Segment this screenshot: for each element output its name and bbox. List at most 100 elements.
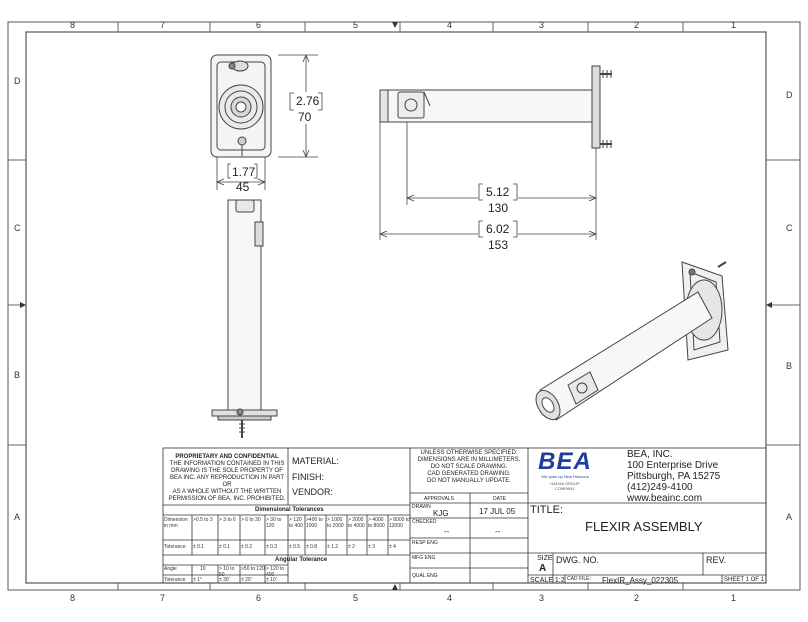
mfg-eng-label: MFG ENG bbox=[412, 555, 436, 561]
scale-label: SCALE 1:2 bbox=[530, 577, 565, 584]
zone-col-1-bottom: 1 bbox=[731, 593, 737, 603]
zone-row-d-right: D bbox=[786, 90, 793, 100]
logo-group-line1: HALMA GROUP bbox=[550, 481, 580, 486]
length-dimensions bbox=[378, 122, 598, 240]
dim-tol-cell: ± 0.1 bbox=[219, 544, 231, 550]
side-view bbox=[211, 199, 278, 438]
zone-col-8-bottom: 8 bbox=[70, 593, 76, 603]
zone-row-c-right: C bbox=[786, 223, 793, 233]
cad-file-value: FlexIR_Assy_022305 bbox=[602, 576, 679, 585]
zone-col-3-bottom: 3 bbox=[539, 593, 545, 603]
dim-tol-cell: > 6 to 30 bbox=[241, 517, 261, 523]
zone-col-4: 4 bbox=[447, 20, 453, 30]
company-info: BEA, INC. 100 Enterprise Drive Pittsburg… bbox=[627, 449, 765, 504]
logo-tagline: We open up New Horizons bbox=[541, 474, 589, 479]
drawn-value: KJG bbox=[433, 509, 449, 518]
width-dimension bbox=[215, 157, 267, 190]
height-inch-value: 2.76 bbox=[296, 94, 320, 108]
resp-eng-label: RESP ENG bbox=[412, 540, 438, 546]
ang-tol-heading: Angular Tolerance bbox=[275, 557, 328, 563]
ang-tol-cell: ± 1° bbox=[193, 577, 202, 583]
dim-tol-cell: > 4000 to 8000 bbox=[368, 517, 385, 529]
width-inch-value: 1.77 bbox=[232, 165, 256, 179]
dim-tol-cell: > 8000 to 12000 bbox=[389, 517, 410, 529]
ang-tol-cell: Angle bbox=[164, 566, 177, 572]
note-line1: UNLESS OTHERWISE SPECIFIED: bbox=[420, 450, 518, 456]
general-notes: UNLESS OTHERWISE SPECIFIED: DIMENSIONS A… bbox=[412, 450, 526, 485]
company-logo: BEA We open up New Horizons HALMA GROUP … bbox=[533, 448, 597, 492]
drawn-date: 17 JUL 05 bbox=[479, 507, 516, 516]
ang-tol-cell: Tolerance bbox=[164, 577, 186, 583]
dim-tol-cell: > 30 to 120 bbox=[266, 517, 282, 529]
zone-col-1: 1 bbox=[731, 20, 737, 30]
company-address2: Pittsburgh, PA 15275 bbox=[627, 471, 721, 482]
dim-tol-cell: ± 0.5 bbox=[289, 544, 301, 550]
cad-file-label: CAD FILE: bbox=[567, 576, 591, 582]
note-line5: DO NOT MANUALLY UPDATE. bbox=[427, 478, 511, 484]
dwg-no-label: DWG. NO. bbox=[556, 555, 599, 565]
drawing-title: FLEXIR ASSEMBLY bbox=[585, 519, 703, 534]
length1-inch-value: 5.12 bbox=[486, 185, 510, 199]
dim-tol-cell: Tolerance bbox=[164, 544, 186, 550]
length2-mm-value: 153 bbox=[488, 238, 509, 252]
date-label: DATE bbox=[493, 496, 506, 502]
zone-col-6: 6 bbox=[256, 20, 262, 30]
length1-mm-value: 130 bbox=[488, 201, 509, 215]
zone-row-b-right: B bbox=[786, 361, 793, 371]
proprietary-line4: AS A WHOLE WITHOUT THE WRITTEN bbox=[172, 489, 282, 495]
dim-tol-cell: ± 2 bbox=[348, 544, 355, 550]
zone-col-7: 7 bbox=[160, 20, 166, 30]
isometric-view bbox=[535, 261, 729, 421]
top-view bbox=[379, 65, 612, 149]
dim-tol-cell: ± 0.8 bbox=[306, 544, 318, 550]
height-mm-value: 70 bbox=[298, 110, 312, 124]
proprietary-block: PROPRIETARY AND CONFIDENTIAL THE INFORMA… bbox=[168, 453, 286, 503]
ang-tol-cell: ± 20' bbox=[241, 577, 252, 583]
size-label: SIZE bbox=[537, 555, 553, 562]
dim-tol-cell: ± 0.2 bbox=[241, 544, 253, 550]
height-dimension bbox=[278, 53, 323, 159]
zone-col-7-bottom: 7 bbox=[160, 593, 166, 603]
company-phone: (412)249-4100 bbox=[627, 482, 693, 493]
zone-row-b: B bbox=[14, 370, 21, 380]
company-website: www.beainc.com bbox=[627, 493, 703, 504]
dim-tol-cell: ± 4 bbox=[389, 544, 396, 550]
company-address1: 100 Enterprise Drive bbox=[627, 460, 719, 471]
zone-col-2: 2 bbox=[634, 20, 640, 30]
drawn-label: DRAWN bbox=[412, 504, 431, 510]
dim-tol-cell: > 120 to 400 bbox=[289, 517, 303, 529]
dim-tol-cell: ± 1.2 bbox=[327, 544, 339, 550]
checked-value: -- bbox=[444, 527, 450, 536]
title-label: TITLE: bbox=[530, 504, 564, 516]
dim-tol-cell: ± 0.3 bbox=[266, 544, 278, 550]
ang-tol-cell: ± 30' bbox=[219, 577, 230, 583]
dim-tol-cell: >0.5 to 3 bbox=[193, 517, 213, 523]
proprietary-line2: DRAWING IS THE SOLE PROPERTY OF bbox=[171, 468, 283, 474]
sheet-label: SHEET 1 OF 1 bbox=[724, 577, 764, 583]
logo-wordmark: BEA bbox=[538, 448, 592, 475]
proprietary-heading: PROPRIETARY AND CONFIDENTIAL bbox=[175, 454, 279, 460]
zone-col-5: 5 bbox=[353, 20, 359, 30]
size-value: A bbox=[539, 563, 547, 574]
ang-tol-cell: > 10 to 50 bbox=[219, 566, 235, 578]
note-line4: CAD GENERATED DRAWING. bbox=[427, 471, 511, 477]
note-line3: DO NOT SCALE DRAWING. bbox=[430, 464, 508, 470]
material-label: MATERIAL: bbox=[292, 456, 339, 466]
zone-col-4-bottom: 4 bbox=[447, 593, 453, 603]
zone-col-2-bottom: 2 bbox=[634, 593, 640, 603]
dim-tol-cell: > 3 to 6 bbox=[219, 517, 236, 523]
logo-group-line2: COMPANY bbox=[555, 486, 575, 491]
zone-row-d: D bbox=[14, 76, 21, 86]
finish-label: FINISH: bbox=[292, 472, 325, 482]
dim-tol-cell: Dimension in mm bbox=[164, 517, 188, 529]
rev-label: REV. bbox=[706, 555, 727, 565]
note-line2: DIMENSIONS ARE IN MILLIMETERS. bbox=[417, 457, 521, 463]
checked-date: -- bbox=[495, 527, 501, 536]
width-mm-value: 45 bbox=[236, 180, 250, 194]
proprietary-line3: BEA INC. ANY REPRODUCTION IN PART OR bbox=[169, 475, 285, 488]
zone-row-a: A bbox=[14, 512, 21, 522]
dim-tol-cell: >400 to 1000 bbox=[306, 517, 323, 529]
dim-tol-cell: ± 0.1 bbox=[193, 544, 205, 550]
zone-col-5-bottom: 5 bbox=[353, 593, 359, 603]
